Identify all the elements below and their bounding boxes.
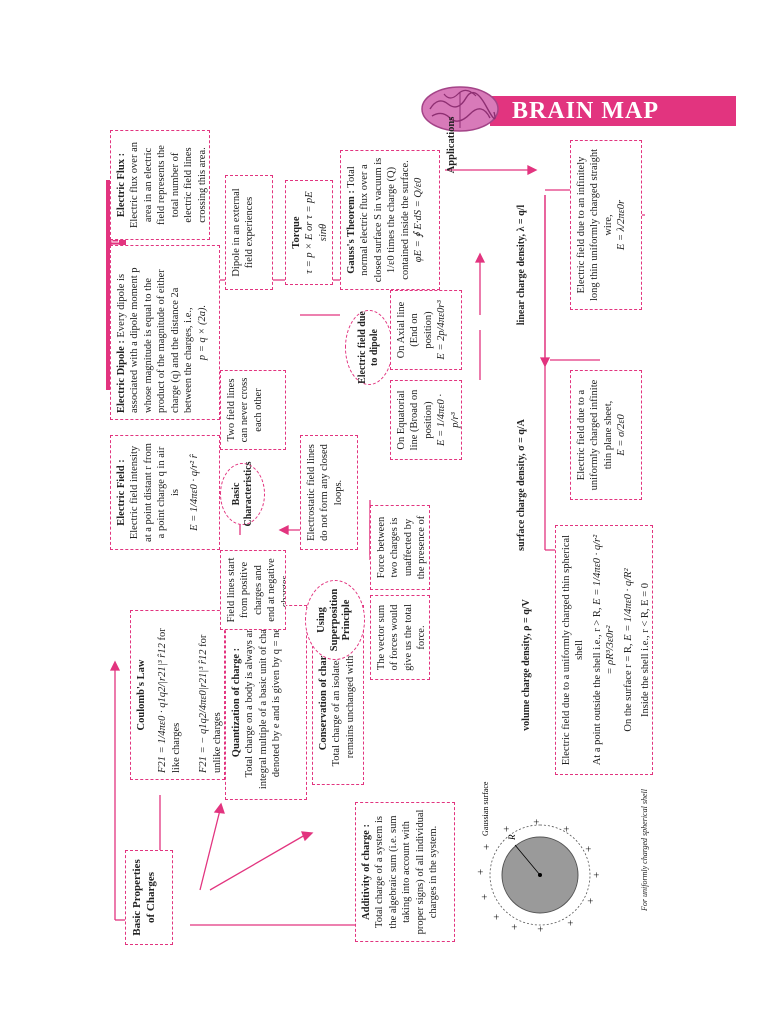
shell-outside-row: At a point outside the shell i.e., r > R… xyxy=(591,532,618,768)
coulomb-unlike-formula: F21 = − q1q2/4πε0|r21|³ r̂12 for unlike … xyxy=(198,634,223,773)
quantization-box: Quantization of charge : Total charge on… xyxy=(225,605,307,800)
axial-formula: E = 2p/4πε0r³ xyxy=(436,300,448,360)
two-field-lines-box: Two field lines can never cross each oth… xyxy=(220,370,286,450)
electric-dipole-formula: p = q × (2a). xyxy=(196,304,208,361)
torque-formula: τ = p × E or τ = pE sinθ xyxy=(304,191,329,274)
field-lines-start-text: Field lines start from positive charges … xyxy=(226,557,286,623)
additivity-text: Total charge of a system is the algebrai… xyxy=(374,809,440,935)
vector-sum-text: The vector sum of forces would give us t… xyxy=(376,604,428,671)
svg-text:+: + xyxy=(561,826,573,832)
electric-field-box: Electric Field : Electric field intensit… xyxy=(110,435,220,550)
equatorial-box: On Equatorial line (Broad on position) E… xyxy=(390,380,462,460)
svg-text:+: + xyxy=(475,869,487,875)
shell-inside-text: Inside the shell i.e., r < R, E = 0 xyxy=(640,582,652,718)
basic-characteristics-label: Basic Characteristics xyxy=(230,461,254,527)
axial-title: On Axial line (End on position) xyxy=(396,301,434,359)
svg-text:+: + xyxy=(479,894,491,900)
infinite-wire-text: Electric field due to an infinitely long… xyxy=(576,148,614,302)
svg-text:+: + xyxy=(591,872,603,878)
electric-dipole-box: Electric Dipole : Every dipole is associ… xyxy=(110,245,220,420)
graph-caption: For uniformly charged spherical shell xyxy=(640,789,649,911)
brain-icon xyxy=(421,86,499,132)
svg-text:+: + xyxy=(535,926,547,932)
vector-sum-box: The vector sum of forces would give us t… xyxy=(370,595,430,680)
coulomb-law-title: Coulomb's Law xyxy=(136,659,147,731)
svg-text:+: + xyxy=(585,898,597,904)
shell-diagram: + + + + + + + + + + + + + R Gaussian surface xyxy=(475,781,603,932)
shell-R-label: R xyxy=(507,834,517,841)
coulomb-unlike-label: for unlike charges xyxy=(198,634,223,773)
basic-properties-box: Basic Properties of Charges xyxy=(125,850,173,945)
infinite-sheet-box: Electric field due to a uniformly charge… xyxy=(570,370,642,500)
basic-properties-label: Basic Properties of Charges xyxy=(131,859,158,936)
electric-flux-title: Electric Flux : xyxy=(116,152,127,218)
force-unaffected-text: Force between two charges is unaffected … xyxy=(376,515,430,580)
electrostatic-loops-box: Electrostatic field lines do not form an… xyxy=(300,435,358,550)
field-lines-start-box: Field lines start from positive charges … xyxy=(220,550,286,630)
infinite-sheet-text: Electric field due to a uniformly charge… xyxy=(576,379,614,491)
dipole-external-text: Dipole in an external field experiences xyxy=(231,188,256,277)
gaussian-surface-label: Gaussian surface xyxy=(481,781,490,836)
electric-field-title: Electric Field : xyxy=(116,459,127,526)
brain-map-canvas: ELECTRIC CHARGES AND FIELDS Basic Proper… xyxy=(100,100,660,950)
infinite-wire-box: Electric field due to an infinitely long… xyxy=(570,140,642,310)
equatorial-title: On Equatorial line (Broad on position) xyxy=(396,389,434,451)
applications-label: Applications xyxy=(446,116,457,174)
torque-box: Torque τ = p × E or τ = pE sinθ xyxy=(285,180,333,285)
linear-density-label: linear charge density, λ = q/l xyxy=(516,204,527,326)
electric-flux-box: Electric Flux : Electric flux over an ar… xyxy=(110,130,210,240)
electrostatic-loops-text: Electrostatic field lines do not form an… xyxy=(306,444,344,541)
brain-map-title: BRAIN MAP xyxy=(512,98,659,124)
torque-title: Torque xyxy=(291,216,302,249)
infinite-wire-formula: E = λ/2πε0r xyxy=(616,199,628,251)
two-field-lines-text: Two field lines can never cross each oth… xyxy=(226,377,264,443)
dipole-external-box: Dipole in an external field experiences xyxy=(225,175,273,290)
shell-outside-text: At a point outside the shell i.e., r > R… xyxy=(591,607,603,766)
coulomb-like-formula: F21 = 1/4πε0 · q1q2/|r21|³ r̂12 for like… xyxy=(157,628,182,773)
svg-text:+: + xyxy=(481,844,493,850)
superposition-label: Using Superposition Principle xyxy=(316,588,353,652)
electric-dipole-text: Every dipole is associated with a dipole… xyxy=(116,267,195,413)
svg-text:+: + xyxy=(491,914,503,920)
gauss-theorem-box: Gauss's Theorem : Total normal electric … xyxy=(340,150,440,290)
electric-dipole-title: Electric Dipole : xyxy=(116,340,127,413)
svg-text:+: + xyxy=(531,819,543,825)
additivity-title: Additivity of charge : xyxy=(361,824,372,920)
shell-surface-row: On the surface r = R, E = 1/4πε0 · q/R² xyxy=(622,532,635,768)
gauss-theorem-formula: φE = ∮ E·dS = Q/ε0 xyxy=(413,177,425,263)
quantization-title: Quantization of charge : xyxy=(231,647,242,758)
electric-field-formula: E = 1/4πε0 · q/r² r̂ xyxy=(189,454,201,531)
brain-map-banner: BRAIN MAP xyxy=(490,96,736,126)
equatorial-formula: E = 1/4πε0 · p/r³ xyxy=(436,393,461,447)
basic-characteristics-node: Basic Characteristics xyxy=(220,461,265,527)
gauss-theorem-title: Gauss's Theorem : xyxy=(346,190,357,274)
coulomb-law-box: Coulomb's Law F21 = 1/4πε0 · q1q2/|r21|³… xyxy=(130,610,225,780)
electric-field-text: Electric field intensity at a point dist… xyxy=(129,443,181,542)
superposition-node: Using Superposition Principle xyxy=(305,580,365,660)
svg-text:+: + xyxy=(583,846,595,852)
svg-text:+: + xyxy=(501,826,513,832)
shell-surface-formula: E = 1/4πε0 · q/R² xyxy=(622,568,634,641)
coulomb-like-label: for like charges xyxy=(157,628,182,773)
svg-text:+: + xyxy=(565,920,577,926)
svg-text:+: + xyxy=(509,924,521,930)
shell-surface-text: On the surface r = R, xyxy=(622,643,634,732)
axial-box: On Axial line (End on position) E = 2p/4… xyxy=(390,290,462,370)
additivity-box: Additivity of charge : Total charge of a… xyxy=(355,802,455,942)
force-unaffected-box: Force between two charges is unaffected … xyxy=(370,505,430,590)
volume-density-label: volume charge density, ρ = q/V xyxy=(521,599,532,731)
field-due-dipole-label: Electric field due to dipole xyxy=(357,311,380,384)
electric-flux-text: Electric flux over an area in an electri… xyxy=(129,142,208,228)
shell-box: Electric field due to a uniformly charge… xyxy=(555,525,653,775)
infinite-sheet-formula: E = σ/2ε0 xyxy=(616,414,628,456)
shell-title: Electric field due to a uniformly charge… xyxy=(561,534,586,766)
quantization-text: Total charge on a body is always an inte… xyxy=(244,615,283,790)
surface-density-label: surface charge density, σ = q/A xyxy=(516,419,527,551)
field-due-dipole-node: Electric field due to dipole xyxy=(345,310,393,385)
